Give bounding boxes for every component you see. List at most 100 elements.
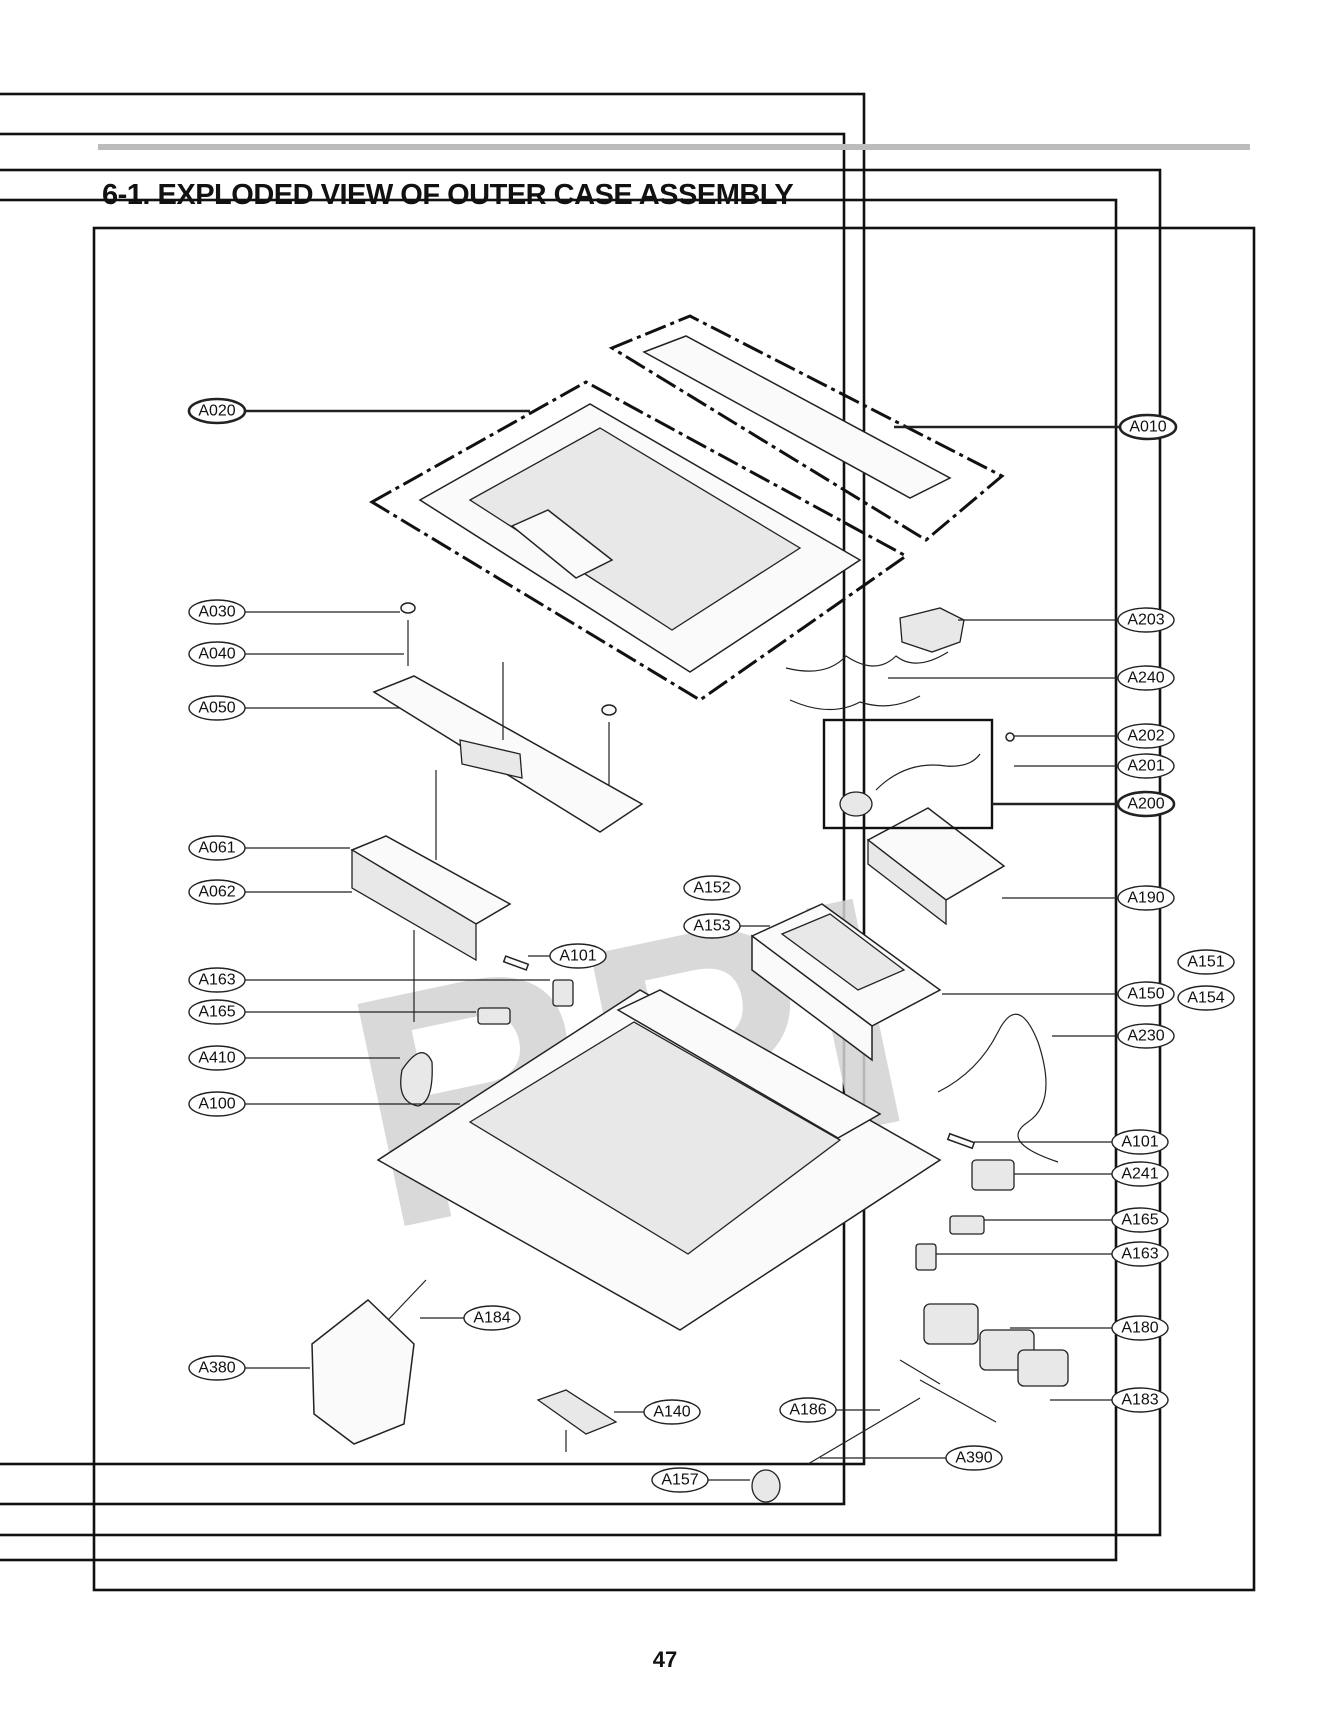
callout-label: A150: [1127, 986, 1164, 1003]
callout-oval: [1111, 1241, 1169, 1267]
callout-label: A380: [198, 1360, 235, 1377]
callout-a140: A140: [614, 1399, 701, 1425]
callout-label: A010: [1129, 419, 1166, 436]
frame-4: [0, 198, 1118, 1562]
callout-oval: [188, 879, 246, 905]
callout-oval: [1111, 1161, 1169, 1187]
callout-a202: A202: [1014, 723, 1175, 749]
callout-a010: A010: [894, 413, 1178, 441]
callout-a410: A410: [188, 1045, 400, 1071]
callout-label: A390: [955, 1450, 992, 1467]
part-nozzle: [751, 1469, 781, 1503]
callout-oval: [188, 1045, 246, 1071]
callout-a101b: A101: [974, 1129, 1169, 1155]
part-lever-lower: [949, 1215, 985, 1235]
callout-a240: A240: [888, 665, 1175, 691]
callout-label: A186: [789, 1402, 826, 1419]
part-water-valves: [899, 1303, 1069, 1423]
part-clip-lower: [946, 1132, 976, 1150]
callout-label: A157: [661, 1472, 698, 1489]
frame-5: [92, 226, 1256, 1592]
callout-label: A140: [653, 1404, 690, 1421]
callout-a241: A241: [1014, 1161, 1169, 1187]
callout-a165a: A165: [188, 999, 476, 1025]
part-clip-upper: [502, 955, 530, 971]
part-pcb-assembly: [350, 770, 512, 1022]
callout-oval: [188, 999, 246, 1025]
part-noise-filter: [971, 1159, 1015, 1191]
part-bracket: [400, 1052, 433, 1107]
callout-oval: [188, 599, 246, 625]
callout-a203: A203: [958, 607, 1175, 633]
callout-label: A153: [693, 918, 730, 935]
part-dispenser: [866, 807, 1006, 926]
page-title: 6-1. EXPLODED VIEW OF OUTER CASE ASSEMBL…: [102, 179, 793, 211]
callout-label: A020: [198, 403, 235, 420]
callout-label: A152: [693, 880, 730, 897]
frame-3: [0, 168, 1162, 1537]
callout-a165b: A165: [984, 1207, 1169, 1233]
part-inlet-hose: [807, 1397, 921, 1465]
callout-label: A154: [1187, 990, 1224, 1007]
part-lever-upper: [477, 1007, 511, 1025]
callout-label: A165: [198, 1004, 235, 1021]
callout-a157: A157: [651, 1467, 750, 1493]
callout-oval: [1117, 981, 1175, 1007]
callout-oval: [188, 1355, 246, 1381]
callout-a184: A184: [420, 1305, 521, 1331]
callout-label: A100: [198, 1096, 235, 1113]
callout-a201: A201: [1014, 753, 1175, 779]
callout-label: A203: [1127, 612, 1164, 629]
header-rule: [98, 144, 1250, 150]
callout-label: A050: [198, 700, 235, 717]
part-short-hose: [387, 1279, 427, 1321]
callout-oval: [1111, 1207, 1169, 1233]
callout-oval: [1117, 885, 1175, 911]
callout-a030: A030: [188, 599, 400, 625]
callout-oval: [643, 1399, 701, 1425]
callout-label: A101: [559, 948, 596, 965]
part-screw-left: [400, 602, 416, 666]
callout-label: A240: [1127, 670, 1164, 687]
callout-oval: [1111, 1315, 1169, 1341]
callout-oval: [1117, 753, 1175, 779]
part-top-frame: [376, 989, 942, 1331]
callout-a020: A020: [187, 397, 530, 425]
part-sensor-group: [822, 718, 1015, 830]
callout-oval: [188, 835, 246, 861]
callout-a180: A180: [1010, 1315, 1169, 1341]
callout-oval: [549, 943, 607, 969]
callout-oval: [1117, 607, 1175, 633]
part-switch-lower: [915, 1243, 937, 1271]
callout-a150: A150: [942, 981, 1175, 1007]
page-frames: [0, 92, 1256, 1592]
part-control-panel: [372, 662, 644, 833]
callout-a163a: A163: [188, 967, 550, 993]
part-power-cord: [937, 1013, 1059, 1163]
part-switch-upper: [552, 979, 574, 1007]
frame-1: [0, 92, 866, 1466]
callout-oval: [1117, 1023, 1175, 1049]
callout-label: A241: [1121, 1166, 1158, 1183]
callout-a190: A190: [1002, 885, 1175, 911]
callout-label: A163: [1121, 1246, 1158, 1263]
callout-oval: [1111, 1129, 1169, 1155]
callout-a040: A040: [188, 641, 404, 667]
callout-oval: [1118, 413, 1178, 441]
callout-label: A202: [1127, 728, 1164, 745]
callout-label: A200: [1127, 796, 1164, 813]
callout-label: A165: [1121, 1212, 1158, 1229]
callout-oval: [188, 641, 246, 667]
callout-label: A183: [1121, 1392, 1158, 1409]
callout-a101a: A101: [528, 943, 607, 969]
callout-a186: A186: [779, 1397, 880, 1423]
callout-oval: [1116, 790, 1176, 818]
callout-a152: A152: [683, 875, 741, 901]
callout-oval: [188, 1091, 246, 1117]
part-clamp: [899, 607, 965, 653]
callout-label: A151: [1187, 954, 1224, 971]
callout-label: A201: [1127, 758, 1164, 775]
callout-label: A030: [198, 604, 235, 621]
